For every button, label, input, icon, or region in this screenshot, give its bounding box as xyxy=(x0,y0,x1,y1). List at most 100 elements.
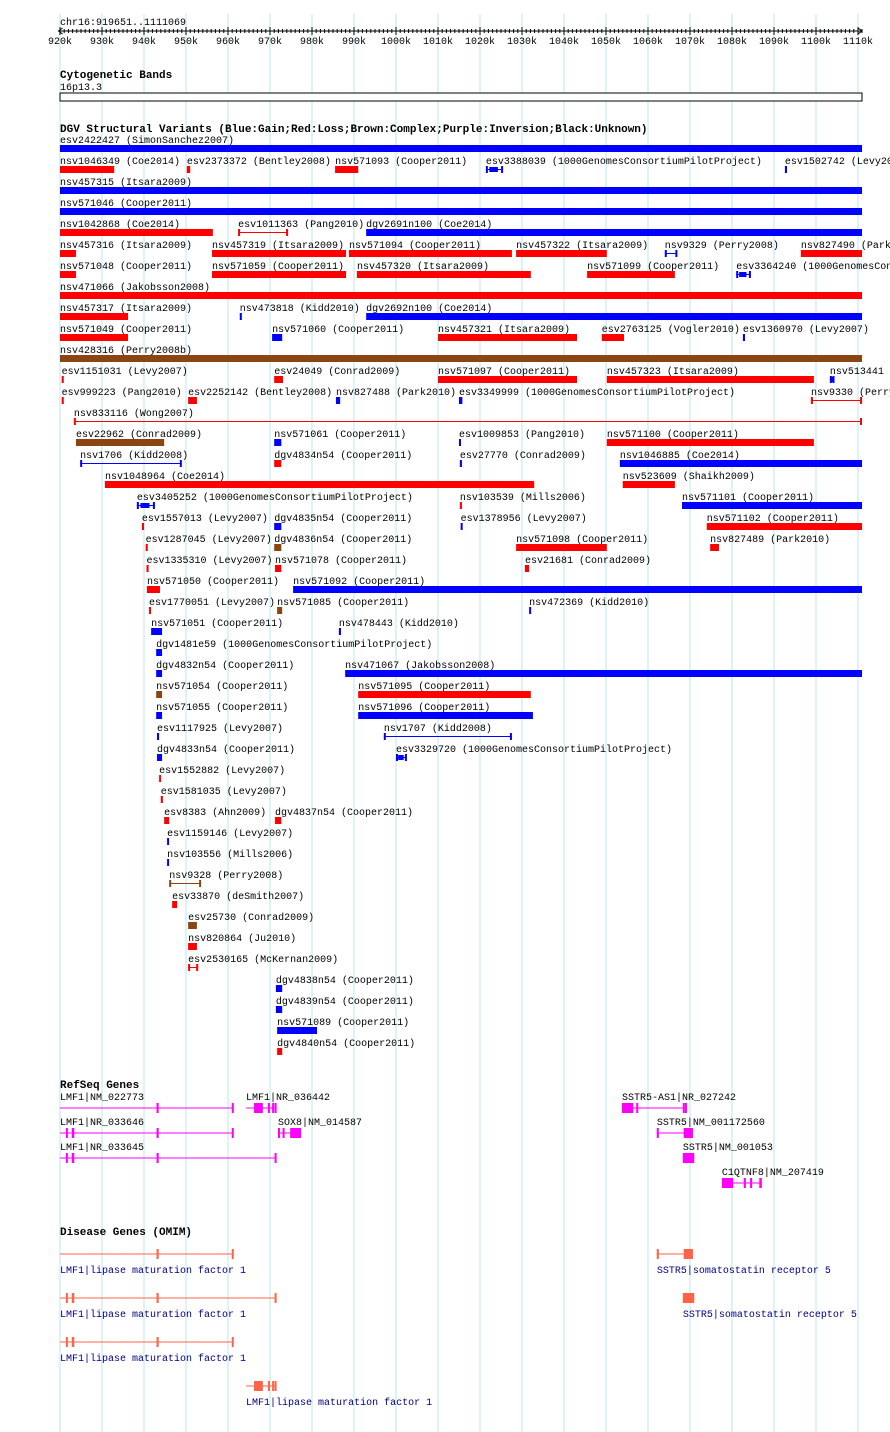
gene-label[interactable]: SSTR5|NM_001172560 xyxy=(657,1117,765,1129)
variant-esv1151031[interactable]: esv1151031 (Levy2007) xyxy=(61,366,188,383)
variant-bar[interactable] xyxy=(335,166,359,173)
variant-bar[interactable] xyxy=(274,439,282,446)
variant-bar[interactable] xyxy=(335,397,341,404)
variant-nsv571054[interactable]: nsv571054 (Cooper2011) xyxy=(156,681,288,698)
variant-bar[interactable] xyxy=(366,229,862,236)
variant-nsv478443[interactable]: nsv478443 (Kidd2010) xyxy=(338,618,459,635)
gene-label[interactable]: LMF1|lipase maturation factor 1 xyxy=(60,1353,246,1365)
variant-nsv457322[interactable]: nsv457322 (Itsara2009) xyxy=(516,240,648,257)
variant-nsv571061[interactable]: nsv571061 (Cooper2011) xyxy=(274,429,406,446)
variant-dgv4837n54[interactable]: dgv4837n54 (Cooper2011) xyxy=(275,807,413,824)
variant-bar[interactable] xyxy=(164,817,170,824)
gene-lmf1[interactable]: LMF1|lipase maturation factor 1 xyxy=(60,1249,246,1277)
gene-lmf1[interactable]: LMF1|lipase maturation factor 1 xyxy=(246,1381,432,1409)
variant-nsv571096[interactable]: nsv571096 (Cooper2011) xyxy=(358,702,533,719)
variant-esv24049[interactable]: esv24049 (Conrad2009) xyxy=(274,366,400,383)
variant-bar[interactable] xyxy=(277,1027,318,1034)
variant-nsv571098[interactable]: nsv571098 (Cooper2011) xyxy=(516,534,648,551)
variant-nsv472369[interactable]: nsv472369 (Kidd2010) xyxy=(529,597,649,614)
variant-bar[interactable] xyxy=(146,565,149,572)
variant-nsv457323[interactable]: nsv457323 (Itsara2009) xyxy=(606,366,814,383)
variant-dgv2692n100[interactable]: dgv2692n100 (Coe2014) xyxy=(366,303,862,320)
variant-nsv9328[interactable]: nsv9328 (Perry2008) xyxy=(169,870,283,887)
gene-label[interactable]: LMF1|lipase maturation factor 1 xyxy=(60,1265,246,1277)
variant-esv2373372[interactable]: esv2373372 (Bentley2008) xyxy=(186,156,331,173)
variant-bar[interactable] xyxy=(275,985,283,992)
variant-dgv2691n100[interactable]: dgv2691n100 (Coe2014) xyxy=(366,219,862,236)
gene-sstr5[interactable]: SSTR5|somatostatin receptor 5 xyxy=(682,1293,857,1321)
variant-bar[interactable] xyxy=(186,166,191,173)
gene-lmf1[interactable]: LMF1|NM_022773 xyxy=(60,1092,234,1113)
variant-bar[interactable] xyxy=(60,166,115,173)
variant-bar[interactable] xyxy=(274,523,282,530)
variant-nsv571095[interactable]: nsv571095 (Cooper2011) xyxy=(358,681,531,698)
variant-bar[interactable] xyxy=(274,544,282,551)
gene-label[interactable]: SOX8|NM_014587 xyxy=(278,1117,362,1129)
variant-esv3388039[interactable]: esv3388039 (1000GenomesConsortiumPilotPr… xyxy=(485,156,762,173)
variant-bar[interactable] xyxy=(348,250,512,257)
variant-bar[interactable] xyxy=(188,397,197,404)
variant-esv21681[interactable]: esv21681 (Conrad2009) xyxy=(524,555,651,572)
variant-nsv571100[interactable]: nsv571100 (Cooper2011) xyxy=(606,429,814,446)
variant-nsv457320[interactable]: nsv457320 (Itsara2009) xyxy=(356,261,531,278)
variant-nsv571101[interactable]: nsv571101 (Cooper2011) xyxy=(682,492,862,509)
variant-nsv457316[interactable]: nsv457316 (Itsara2009) xyxy=(60,240,192,257)
gene-label[interactable]: LMF1|NM_022773 xyxy=(60,1092,144,1104)
variant-nsv827488[interactable]: nsv827488 (Park2010) xyxy=(335,387,456,404)
variant-bar[interactable] xyxy=(587,271,675,278)
variant-bar[interactable] xyxy=(212,271,347,278)
variant-dgv4840n54[interactable]: dgv4840n54 (Cooper2011) xyxy=(277,1038,415,1055)
variant-nsv571102[interactable]: nsv571102 (Cooper2011) xyxy=(706,513,862,530)
gene-sstr5[interactable]: SSTR5|NM_001053 xyxy=(682,1142,773,1163)
variant-bar[interactable] xyxy=(438,376,578,383)
variant-esv3349999[interactable]: esv3349999 (1000GenomesConsortiumPilotPr… xyxy=(459,387,735,404)
variant-esv3364240[interactable]: esv3364240 (1000GenomesConsortiumPilotPr… xyxy=(736,261,890,278)
variant-bar[interactable] xyxy=(60,145,862,152)
variant-esv2422427[interactable]: esv2422427 (SimonSanchez2007) xyxy=(60,135,862,152)
variant-bar[interactable] xyxy=(529,607,532,614)
variant-nsv1046349[interactable]: nsv1046349 (Coe2014) xyxy=(60,156,180,173)
variant-nsv571048[interactable]: nsv571048 (Cooper2011) xyxy=(60,261,192,278)
variant-bar[interactable] xyxy=(61,376,64,383)
variant-bar[interactable] xyxy=(459,439,461,446)
variant-nsv1706[interactable]: nsv1706 (Kidd2008) xyxy=(80,450,188,467)
variant-bar[interactable] xyxy=(438,334,578,341)
variant-esv1557013[interactable]: esv1557013 (Levy2007) xyxy=(141,513,268,530)
variant-esv2530165[interactable]: esv2530165 (McKernan2009) xyxy=(188,954,338,971)
variant-esv1360970[interactable]: esv1360970 (Levy2007) xyxy=(742,324,869,341)
gene-label[interactable]: SSTR5|somatostatin receptor 5 xyxy=(683,1309,857,1321)
variant-bar[interactable] xyxy=(60,187,862,194)
variant-bar[interactable] xyxy=(277,1048,283,1055)
variant-bar[interactable] xyxy=(156,712,163,719)
variant-bar[interactable] xyxy=(60,313,129,320)
variant-esv999223[interactable]: esv999223 (Pang2010) xyxy=(61,387,182,404)
variant-nsv571078[interactable]: nsv571078 (Cooper2011) xyxy=(275,555,407,572)
variant-bar[interactable] xyxy=(156,649,163,656)
variant-esv2763125[interactable]: esv2763125 (Vogler2010) xyxy=(601,324,740,341)
variant-bar[interactable] xyxy=(710,544,719,551)
variant-bar[interactable] xyxy=(345,670,862,677)
variant-bar[interactable] xyxy=(75,439,165,446)
variant-esv1287045[interactable]: esv1287045 (Levy2007) xyxy=(145,534,272,551)
variant-esv8383[interactable]: esv8383 (Ahn2009) xyxy=(164,807,266,824)
variant-nsv513441[interactable]: nsv513441 xyxy=(829,367,884,383)
gene-label[interactable]: C1QTNF8|NM_207419 xyxy=(722,1167,824,1179)
variant-bar[interactable] xyxy=(459,502,462,509)
variant-bar[interactable] xyxy=(338,628,341,635)
variant-nsv571094[interactable]: nsv571094 (Cooper2011) xyxy=(348,240,512,257)
variant-bar[interactable] xyxy=(459,460,462,467)
variant-bar[interactable] xyxy=(188,943,197,950)
variant-bar[interactable] xyxy=(159,775,162,782)
variant-bar[interactable] xyxy=(157,733,160,740)
variant-nsv827489[interactable]: nsv827489 (Park2010) xyxy=(710,534,830,551)
variant-bar[interactable] xyxy=(239,313,242,320)
variant-bar[interactable] xyxy=(293,586,863,593)
variant-nsv523609[interactable]: nsv523609 (Shaikh2009) xyxy=(622,471,755,488)
variant-bar[interactable] xyxy=(60,208,862,215)
variant-dgv4834n54[interactable]: dgv4834n54 (Cooper2011) xyxy=(274,450,412,467)
gene-lmf1[interactable]: LMF1|lipase maturation factor 1 xyxy=(60,1337,246,1365)
variant-bar[interactable] xyxy=(141,523,144,530)
variant-nsv571093[interactable]: nsv571093 (Cooper2011) xyxy=(335,156,467,173)
variant-esv1378956[interactable]: esv1378956 (Levy2007) xyxy=(460,513,587,530)
variant-bar[interactable] xyxy=(156,691,163,698)
